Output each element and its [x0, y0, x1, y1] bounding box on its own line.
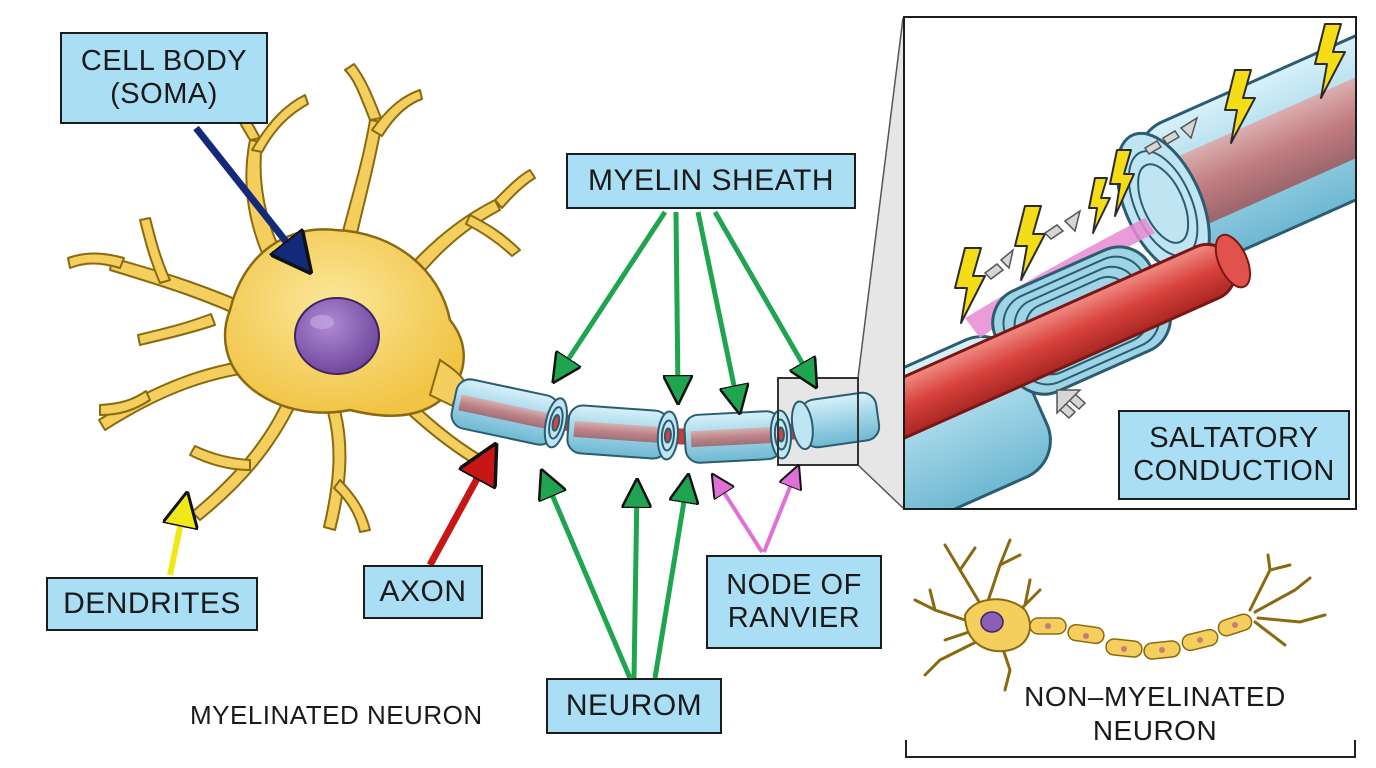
myelin-arrow-4 — [712, 210, 812, 380]
dendrites-label: DENDRITES — [46, 577, 258, 631]
dendrites — [67, 63, 536, 533]
node-label-line1: NODE OF — [726, 568, 862, 601]
nucleus — [294, 297, 380, 375]
dendrite-arrow — [170, 503, 185, 576]
neurom-label: NEUROM — [546, 678, 722, 734]
lightning-bolt-icon — [954, 23, 1346, 324]
neurom-arrow-1 — [545, 478, 633, 679]
non-myelinated-line2: NEURON — [1092, 714, 1218, 746]
soma-arrow — [193, 125, 303, 263]
axon-label: AXON — [363, 565, 483, 619]
node-arrow-2 — [762, 472, 796, 553]
node-of-ranvier-label: NODE OF RANVIER — [706, 555, 882, 649]
cell-body-label-line1: CELL BODY — [80, 44, 248, 77]
myelin-arrow-2 — [676, 211, 678, 395]
neurom-label-text: NEUROM — [565, 688, 703, 722]
saltatory-conduction-label: SALTATORY CONDUCTION — [1118, 410, 1350, 500]
myelin-arrow-3 — [695, 211, 738, 405]
dendrites-label-text: DENDRITES — [63, 586, 241, 620]
myelin-arrow-1 — [558, 210, 668, 375]
neurom-arrow-2 — [634, 488, 637, 679]
myelinated-neuron-caption: MYELINATED NEURON — [190, 700, 483, 730]
saltatory-label-line2: CONDUCTION — [1133, 455, 1335, 487]
cell-body-label: CELL BODY (SOMA) — [60, 32, 268, 124]
bracket — [905, 740, 1356, 758]
non-myelinated-line1: NON–MYELINATED — [1024, 681, 1286, 712]
neurom-arrow-3 — [652, 483, 687, 679]
saltatory-label-line1: SALTATORY — [1149, 421, 1319, 454]
node-arrow-1 — [716, 480, 764, 554]
dashed-arrow-icon — [983, 116, 1199, 420]
myelin-sheath-label-text: MYELIN SHEATH — [588, 163, 834, 197]
axon-arrow — [426, 455, 490, 567]
node-label-line2: RANVIER — [727, 602, 861, 634]
non-myelinated-neuron-caption: NON–MYELINATED NEURON — [960, 680, 1350, 747]
inset-artwork — [905, 23, 1355, 508]
saltatory-inset — [903, 16, 1357, 510]
cell-body-label-line2: (SOMA) — [110, 78, 218, 110]
myelin-segments — [450, 378, 881, 464]
axon-label-text: AXON — [379, 574, 467, 608]
non-myelinated-neuron — [913, 538, 1327, 692]
myelin-sheath-label: MYELIN SHEATH — [566, 153, 856, 209]
